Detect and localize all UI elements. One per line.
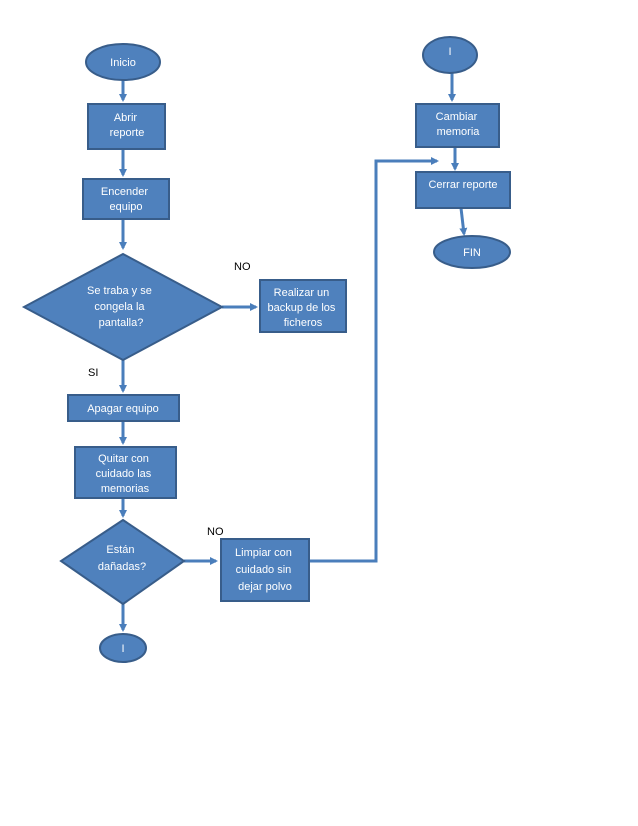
node-label: Inicio: [110, 57, 136, 69]
node-label: I: [121, 643, 124, 655]
node-danadas: Están dañadas?: [59, 518, 186, 606]
process-shape: [74, 446, 177, 499]
decision-shape: [59, 518, 186, 606]
node-backup: Realizar un backup de los ficheros: [259, 279, 347, 333]
connectors: [119, 73, 468, 632]
node-quitar: Quitar con cuidado las memorias: [74, 446, 177, 499]
node-inicio: Inicio: [85, 43, 161, 81]
process-shape: [82, 178, 170, 220]
node-traba: Se traba y se congela la pantalla?: [21, 252, 225, 362]
node-label: I: [448, 46, 451, 58]
process-shape: [415, 103, 500, 148]
connector-shape: [99, 633, 147, 663]
process-shape: [67, 394, 180, 422]
label-no-limpiar: NO: [207, 526, 224, 538]
label-si: SI: [88, 367, 98, 379]
arrow-cerrar-fin: [459, 207, 468, 236]
decision-shape: [21, 252, 225, 362]
node-label: Se traba y se congela la pantalla?: [87, 285, 155, 329]
node-label: Están dañadas?: [98, 544, 146, 573]
node-label: FIN: [463, 247, 481, 259]
node-encender: Encender equipo: [82, 178, 170, 220]
node-cerrar: Cerrar reporte: [415, 171, 511, 209]
connector-shape: [422, 36, 478, 74]
node-connector-bottom: I: [99, 633, 147, 663]
node-label: Cerrar reporte: [428, 179, 497, 191]
arrow-limpiar-cambiar: [309, 157, 439, 563]
node-connector-top: I: [422, 36, 478, 74]
terminator-shape: [433, 235, 511, 269]
node-label: Abrir reporte: [110, 112, 145, 139]
node-limpiar: Limpiar con cuidado sin dejar polvo: [220, 538, 310, 602]
node-label: Cambiar memoria: [436, 111, 481, 138]
node-label: Realizar un backup de los ficheros: [268, 287, 339, 329]
node-label: Encender equipo: [101, 186, 151, 213]
label-no-backup: NO: [234, 261, 251, 273]
node-label: Apagar equipo: [87, 403, 159, 415]
process-shape: [259, 279, 347, 333]
node-abrir: Abrir reporte: [87, 103, 166, 150]
terminator-shape: [85, 43, 161, 81]
node-fin: FIN: [433, 235, 511, 269]
process-shape: [220, 538, 310, 602]
node-apagar: Apagar equipo: [67, 394, 180, 422]
process-shape: [87, 103, 166, 150]
process-shape: [415, 171, 511, 209]
node-label: Limpiar con cuidado sin dejar polvo: [235, 547, 295, 593]
node-label: Quitar con cuidado las memorias: [96, 453, 155, 495]
node-cambiar: Cambiar memoria: [415, 103, 500, 148]
